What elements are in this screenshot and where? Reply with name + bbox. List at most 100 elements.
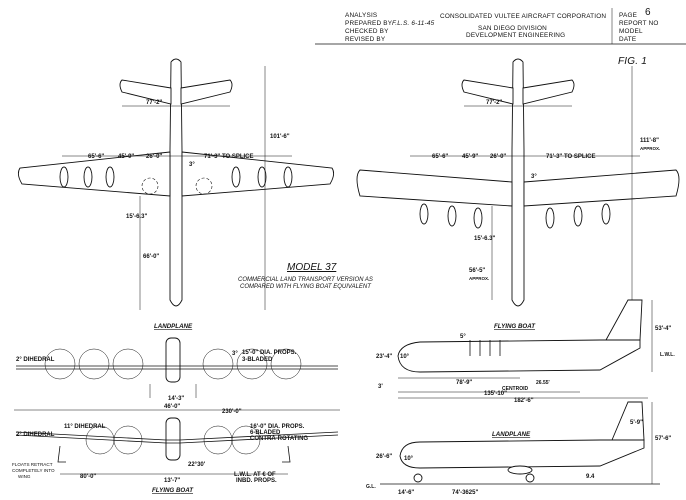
plan-right-tail-span: 77'-2" <box>486 100 502 106</box>
plan-left-nacelle <box>105 166 115 188</box>
side-landplane-nacelle <box>507 465 533 475</box>
plan-right-nacelle <box>447 205 457 227</box>
plan-left-nacelle <box>231 166 241 188</box>
title-revised-by: REVISED BY <box>345 36 386 43</box>
plan-left-wing-left <box>17 151 171 197</box>
front-view-landplane <box>14 337 340 411</box>
plan-right-length: 111'-8" <box>640 138 659 144</box>
plan-right-nacelle <box>601 203 611 225</box>
plan-left-nacelle <box>257 166 267 188</box>
side-fb-step2: 26.55' <box>536 380 550 386</box>
plan-right-fuselage <box>511 58 525 307</box>
plan-right-tail-right <box>522 79 575 105</box>
side-fb-left-height: 23'-4" <box>376 354 392 360</box>
caption-model: MODEL 37 <box>287 262 337 273</box>
front-lwl-2: INBD. PROPS. <box>236 478 277 484</box>
front-boat-float <box>57 445 66 463</box>
side-fb-len1: 135'-10" <box>484 391 507 397</box>
side-fb-10: 10° <box>400 354 410 360</box>
side-fb-lwl: L.W.L. <box>660 352 675 358</box>
title-prepared-by: PREPARED BY <box>345 20 393 27</box>
front-landplane-prop <box>270 348 302 380</box>
plan-left-fuselage <box>169 58 183 307</box>
plan-left-d3: 26'-0" <box>146 154 162 160</box>
plan-left-to-splice: 71'-3" TO SPLICE <box>204 154 254 160</box>
title-division: SAN DIEGO DIVISION <box>478 25 547 32</box>
side-view-landplane <box>380 401 660 485</box>
front-floats-2: COMPLETELY INTO <box>12 468 55 473</box>
front-boat-float <box>282 445 291 463</box>
side-landplane-nose-gear <box>413 473 423 483</box>
front-landplane-prop <box>44 348 76 380</box>
side-lp-gear: 14'-6" <box>398 490 414 496</box>
plan-left-tail-span: 77'-2" <box>146 100 162 106</box>
front-span-total: 230'-0" <box>222 409 242 415</box>
figure-number: FIG. 1 <box>618 56 647 67</box>
plan-view-landplane <box>17 58 335 310</box>
plan-left-chord: 15'-6.3" <box>126 214 147 220</box>
plan-right-nose: 56'-5" <box>469 268 485 274</box>
front-props-bot-1: 16'-0" DIA. PROPS. <box>250 424 305 430</box>
plan-right-nacelle <box>419 203 429 225</box>
title-date-label: DATE <box>619 36 637 43</box>
front-boat-prop <box>231 425 261 455</box>
side-landplane-fin <box>611 401 645 441</box>
plan-view-flying-boat <box>356 58 680 307</box>
front-landplane-title: LANDPLANE <box>154 323 193 330</box>
front-dihedral-bottom: 2° DIHEDRAL <box>16 432 55 438</box>
front-landplane-fuselage <box>165 337 181 383</box>
side-fb-small: 3' <box>378 384 383 390</box>
side-fb-len2: 182'-6" <box>514 398 534 404</box>
plan-left-sweep: 3° <box>189 162 195 168</box>
side-lp-left-height: 26'-6" <box>376 454 392 460</box>
caption-line-2: COMPARED WITH FLYING BOAT EQUIVALENT <box>240 284 372 290</box>
plan-left-d2: 45'-9" <box>118 154 134 160</box>
front-flying-boat-title: FLYING BOAT <box>152 487 194 494</box>
front-dihedral-11: 11° DIHEDRAL <box>64 424 106 430</box>
plan-right-sweep: 3° <box>531 174 537 180</box>
side-fb-centroid: CENTROID <box>502 386 529 392</box>
front-span-b: 46'-0" <box>164 404 180 410</box>
plan-right-wing-left <box>356 169 513 207</box>
plan-right-chord: 15'-6.3" <box>474 236 495 242</box>
front-props-top-2: 3-BLADED <box>242 357 273 363</box>
title-model-label: MODEL <box>619 28 643 35</box>
side-lp-ratio: 9.4 <box>586 474 595 480</box>
front-landplane-prop <box>112 348 144 380</box>
front-angle-b: 22°30' <box>188 462 206 468</box>
front-floats-3: WING <box>18 474 31 479</box>
front-view-flying-boat <box>15 417 339 475</box>
title-checked-by: CHECKED BY <box>345 28 389 35</box>
side-lp-gl: G.L. <box>366 484 376 490</box>
front-landplane-prop <box>202 348 234 380</box>
front-props-bot-2: 6-BLADED <box>250 430 281 436</box>
plan-left-nacelle <box>283 166 293 188</box>
plan-left-length: 101'-6" <box>270 134 290 140</box>
front-boat-hull <box>165 417 181 461</box>
front-boat-wing <box>15 431 339 441</box>
side-boat-hull <box>397 339 641 373</box>
front-boat-prop <box>113 425 143 455</box>
front-floats-1: FLOATS RETRACT <box>12 462 53 467</box>
plan-right-d3: 26'-0" <box>490 154 506 160</box>
plan-right-nacelle <box>573 205 583 227</box>
side-boat-props <box>469 340 501 356</box>
plan-right-nacelle <box>545 207 555 229</box>
front-span-a: 14'-3" <box>168 396 184 402</box>
side-view-flying-boat <box>397 299 653 399</box>
front-float-span: 80'-0" <box>80 474 96 480</box>
front-landplane-prop <box>236 348 268 380</box>
front-lwl-1: L.W.L. AT € OF <box>234 472 276 478</box>
front-angle-top: 3° <box>232 351 238 357</box>
front-boat-wing <box>15 434 339 444</box>
side-flying-boat-title: FLYING BOAT <box>494 323 536 330</box>
side-fb-height: 53'-4" <box>655 326 671 332</box>
front-props-top-1: 15'-0" DIA. PROPS. <box>242 350 297 356</box>
plan-right-tail-left <box>461 79 514 105</box>
plan-left-tail-left <box>119 79 172 105</box>
title-page-label: PAGE <box>619 12 638 19</box>
plan-right-d1: 65'-6" <box>432 154 448 160</box>
caption-line-1: COMMERCIAL LAND TRANSPORT VERSION AS <box>238 277 373 283</box>
front-landplane-prop <box>78 348 110 380</box>
side-landplane-title: LANDPLANE <box>492 431 531 438</box>
